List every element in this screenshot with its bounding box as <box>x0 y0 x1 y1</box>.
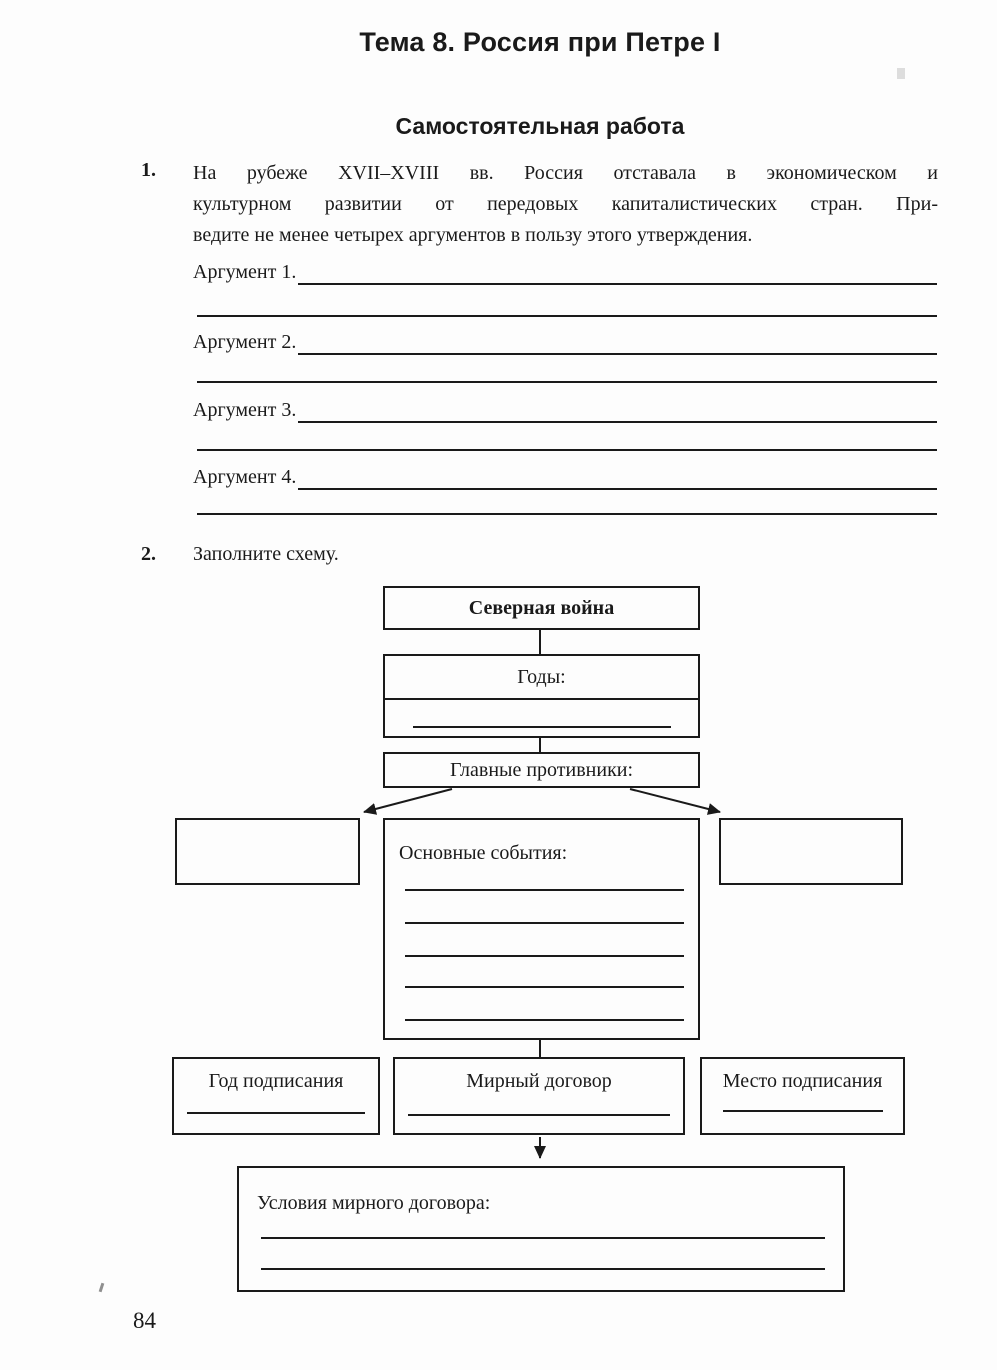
task1-line: ведите не менее четырех аргументов в пол… <box>193 224 753 246</box>
years-box: Годы: <box>383 654 700 738</box>
events-write-line <box>405 889 684 891</box>
opponent-right-box <box>719 818 903 885</box>
argument-write-line <box>298 397 937 423</box>
argument-write-line <box>298 259 937 285</box>
task2-number: 2. <box>141 543 156 565</box>
argument-row: Аргумент 1. <box>193 259 937 285</box>
page-title: Тема 8. Россия при Петре I <box>359 27 721 57</box>
treaty-write-line <box>408 1114 670 1116</box>
events-write-line <box>405 955 684 957</box>
signing-year-box: Год подписания <box>172 1057 380 1135</box>
treaty-label: Мирный договор <box>466 1070 612 1092</box>
conditions-label: Условия мирного договора: <box>257 1192 491 1214</box>
page-subtitle: Самостоятельная работа <box>395 113 685 139</box>
scan-artifact <box>897 68 905 79</box>
task1-line: На рубеже XVII–XVIII вв. Россия отставал… <box>193 162 938 184</box>
treaty-box: Мирный договор <box>393 1057 685 1135</box>
conditions-write-line <box>261 1237 825 1239</box>
argument-label: Аргумент 1. <box>193 261 297 283</box>
conditions-write-line <box>261 1268 825 1270</box>
signing-place-box: Место подписания <box>700 1057 905 1135</box>
opponents-box: Главные противники: <box>383 752 700 788</box>
argument-full-line <box>197 449 937 451</box>
argument-full-line <box>197 315 937 317</box>
page-number: 84 <box>133 1308 156 1333</box>
opponent-left-box <box>175 818 360 885</box>
events-write-line <box>405 1019 684 1021</box>
task1-line: культурном развитии от передовых капитал… <box>193 193 938 215</box>
argument-label: Аргумент 4. <box>193 466 297 488</box>
signing-year-write-line <box>187 1112 365 1114</box>
argument-full-line <box>197 381 937 383</box>
arrow-to-right-opponent <box>629 788 721 815</box>
conditions-box: Условия мирного договора: <box>237 1166 845 1292</box>
task2-instruction: Заполните схему. <box>193 543 339 565</box>
scan-artifact <box>98 1282 105 1293</box>
argument-label: Аргумент 2. <box>193 331 297 353</box>
events-write-line <box>405 986 684 988</box>
years-answer-cell <box>385 698 698 736</box>
argument-full-line <box>197 513 937 515</box>
argument-row: Аргумент 2. <box>193 329 937 355</box>
events-box: Основные события: <box>383 818 700 1040</box>
war-title: Северная война <box>468 596 615 619</box>
argument-row: Аргумент 4. <box>193 464 937 490</box>
signing-place-label: Место подписания <box>722 1070 883 1092</box>
task1-text: На рубеже XVII–XVIII вв. Россия отставал… <box>193 158 938 251</box>
argument-write-line <box>298 329 937 355</box>
arrow-to-left-opponent <box>363 788 453 815</box>
signing-year-label: Год подписания <box>208 1070 344 1092</box>
events-write-line <box>405 922 684 924</box>
years-write-line <box>412 726 671 728</box>
task1-number: 1. <box>141 159 156 181</box>
events-label: Основные события: <box>399 842 568 864</box>
years-label: Годы: <box>517 665 566 688</box>
opponents-label: Главные противники: <box>449 758 634 781</box>
argument-write-line <box>298 464 937 490</box>
argument-row: Аргумент 3. <box>193 397 937 423</box>
signing-place-write-line <box>722 1110 883 1112</box>
argument-label: Аргумент 3. <box>193 399 297 421</box>
war-title-box: Северная война <box>383 586 700 630</box>
